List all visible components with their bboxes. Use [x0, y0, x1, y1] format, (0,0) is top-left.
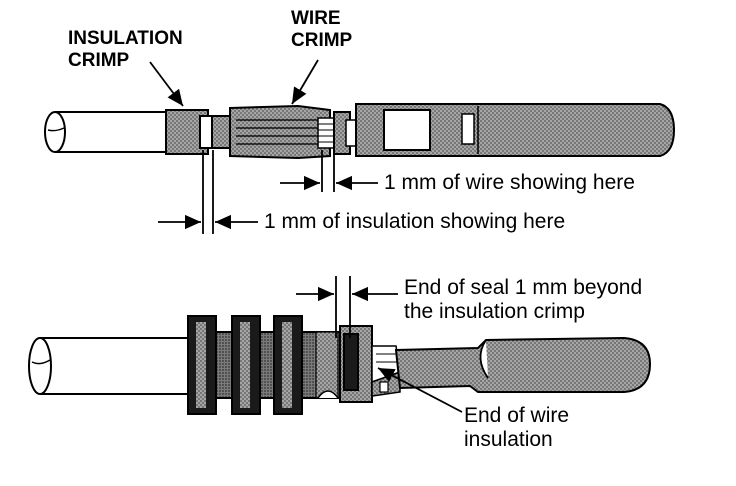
wire-crimp-label-line-2: CRIMP — [291, 30, 353, 51]
bottom-wire-cable — [40, 337, 191, 395]
wire-insulation-end-line-1: End of wire — [464, 404, 570, 427]
bottom-contact-body — [394, 336, 652, 393]
wire-crimp-label-line-1: WIRE — [291, 8, 341, 29]
insulation-crimp-label: INSULATION CRIMP — [68, 28, 183, 72]
wire-crimp-label: WIRE CRIMP — [291, 8, 352, 52]
wire-showing-note: 1 mm of wire showing here — [384, 171, 635, 194]
seal-position-note-line-1: End of seal 1 mm beyond — [404, 276, 643, 299]
top-terminal-assembly — [44, 103, 676, 160]
insulation-showing-note: 1 mm of insulation showing here — [264, 210, 566, 233]
bottom-terminal-assembly — [28, 315, 652, 415]
seal-position-note: End of seal 1 mm beyond the insulation c… — [404, 276, 642, 324]
wire-insulation-end-note: End of wire insulation — [464, 404, 569, 452]
top-dimension-markers — [149, 59, 378, 234]
insulation-crimp-label-line-2: CRIMP — [68, 50, 130, 71]
top-contact-body — [355, 103, 676, 157]
top-wire-crimp-body — [229, 104, 331, 160]
wire-insulation-end-line-2: insulation — [464, 428, 553, 451]
seal-position-note-line-2: the insulation crimp — [404, 300, 585, 323]
top-wire-cable — [55, 111, 169, 153]
insulation-crimp-label-line-1: INSULATION — [68, 28, 183, 49]
bottom-dimension-markers — [296, 276, 463, 413]
